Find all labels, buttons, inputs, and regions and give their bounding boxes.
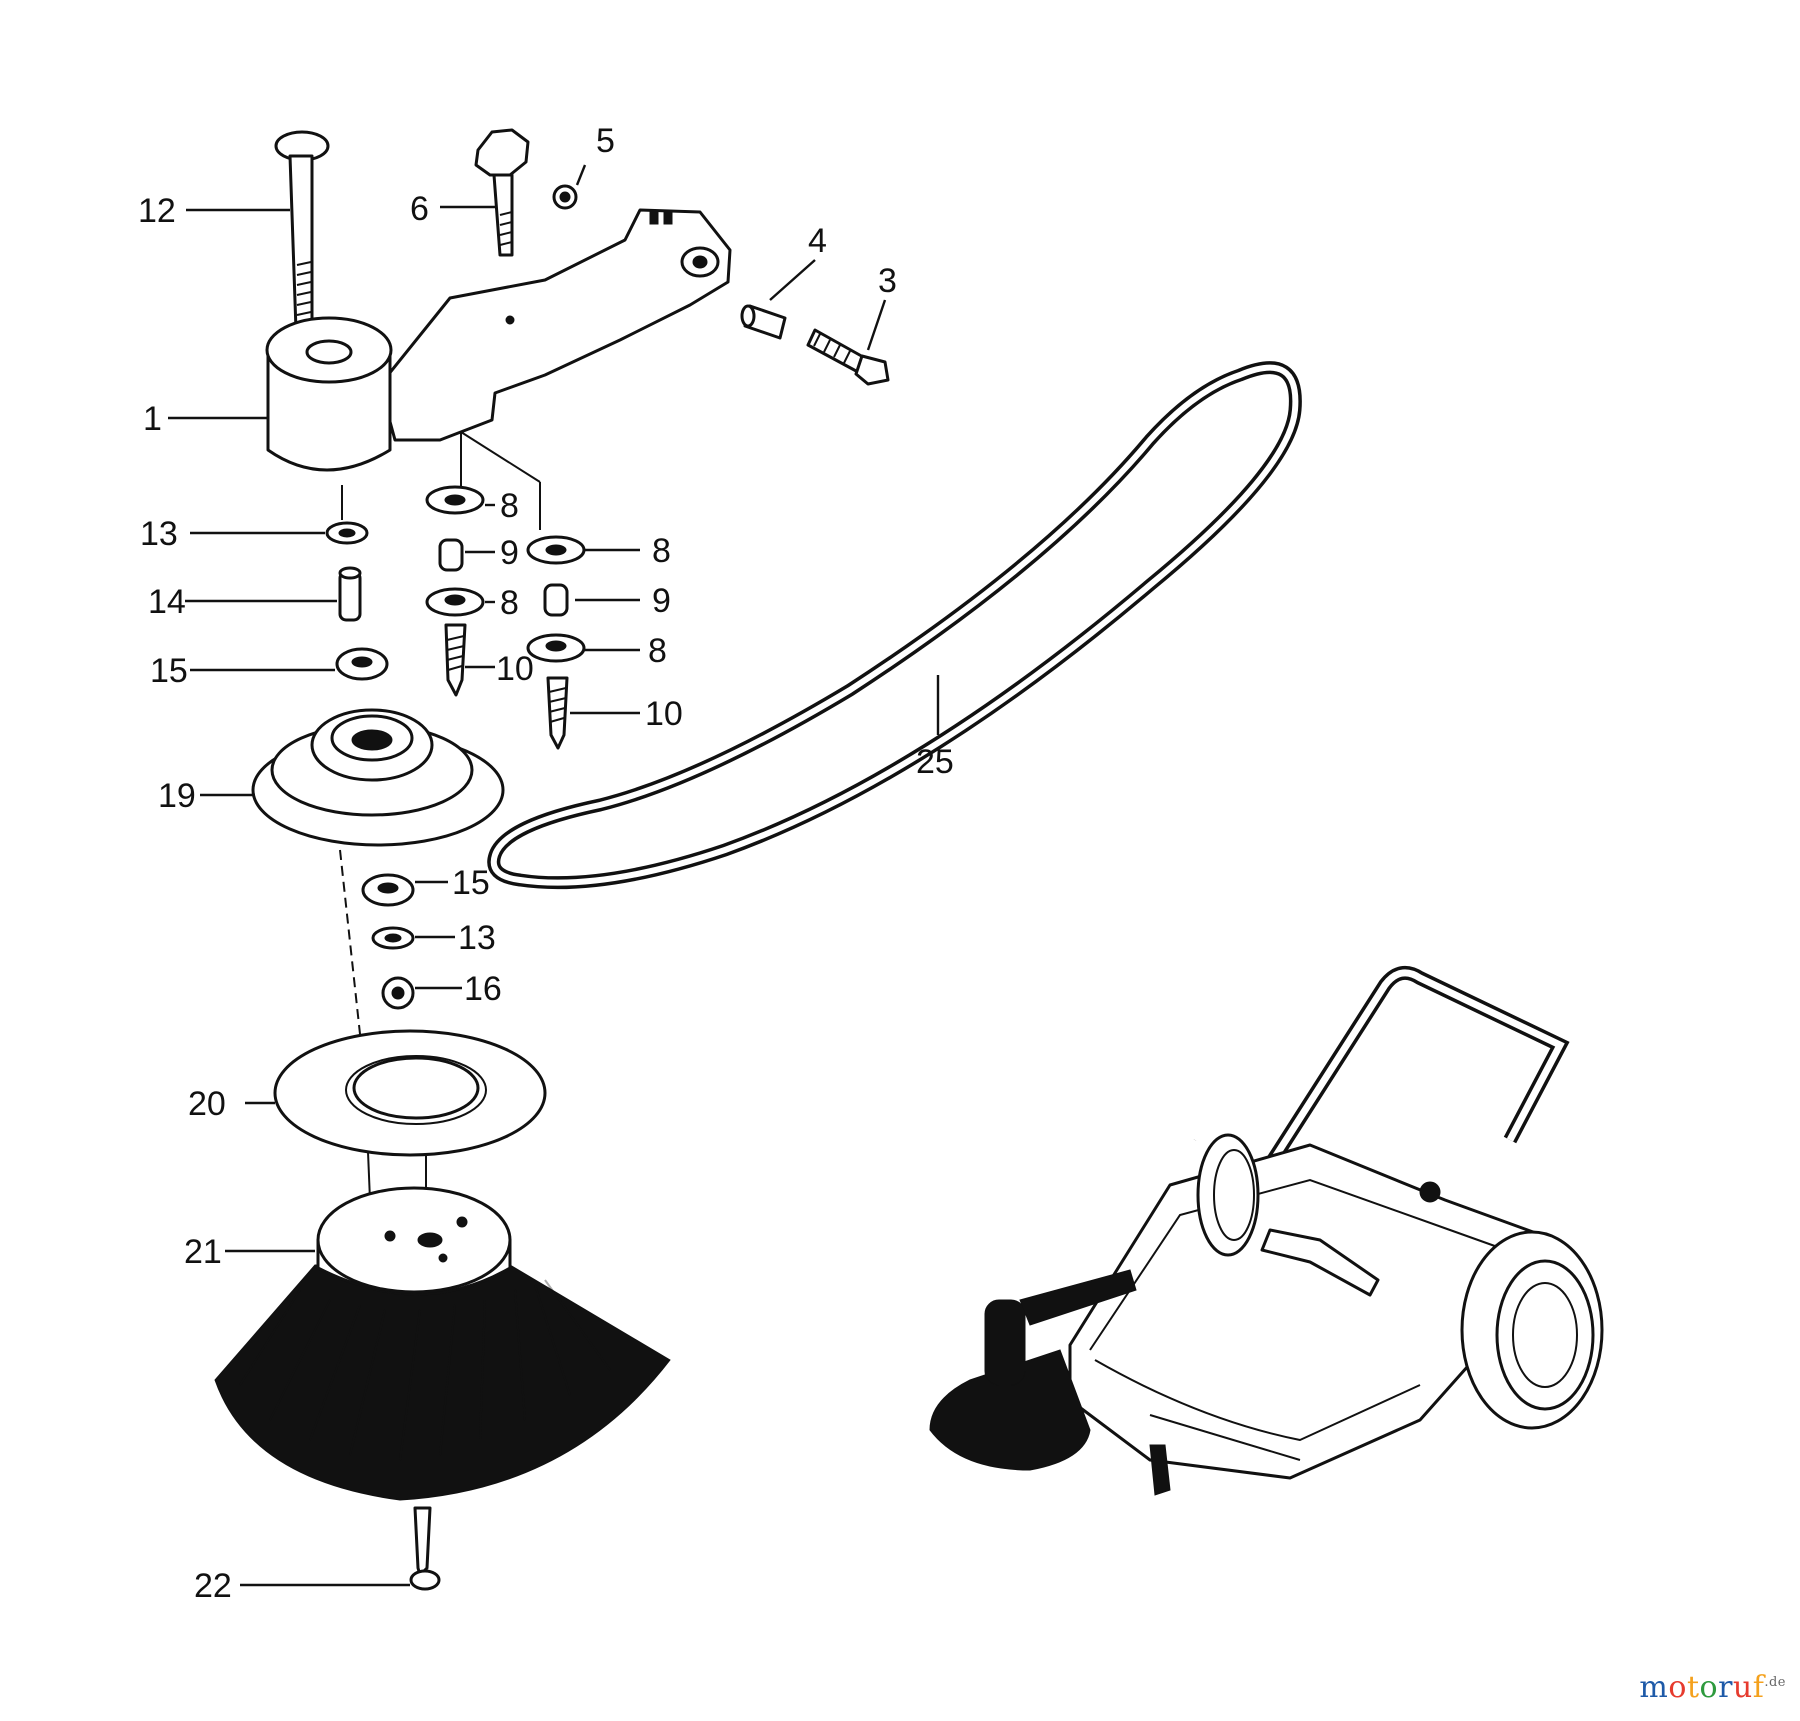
part-10-screw-b	[546, 676, 640, 750]
label-part-8-a: 8	[500, 487, 519, 525]
part-9-spacer-b	[543, 583, 640, 617]
part-4-sleeve	[740, 259, 816, 340]
part-8-washer-c	[526, 535, 640, 565]
label-part-9-a: 9	[500, 534, 519, 572]
part-19-bearing-cover	[200, 708, 505, 847]
part-9-spacer-a	[438, 538, 495, 572]
part-13-washer-top	[190, 521, 369, 545]
part-20-disc	[245, 1029, 547, 1157]
watermark-letter: t	[1686, 1670, 1700, 1705]
label-part-12: 12	[138, 192, 176, 230]
label-part-1: 1	[143, 400, 162, 438]
watermark-letter: o	[1699, 1670, 1719, 1705]
part-12-bolt	[186, 130, 330, 332]
label-part-6: 6	[410, 190, 429, 228]
part-14-spacer	[185, 566, 362, 622]
part-5-nut	[552, 164, 587, 210]
label-part-19: 19	[158, 777, 196, 815]
part-3-bolt	[806, 299, 890, 386]
label-part-13-bottom: 13	[458, 919, 496, 957]
label-part-15-top: 15	[150, 652, 188, 690]
label-part-13-top: 13	[140, 515, 178, 553]
label-part-8-d: 8	[648, 632, 667, 670]
label-part-22: 22	[194, 1567, 232, 1605]
part-labels: 12 6 5 4 3 1 13 14 15 8 9 8 10 8 9 8 10 …	[138, 122, 954, 1605]
part-13-washer-bottom	[371, 926, 455, 950]
label-part-15-bottom: 15	[452, 864, 490, 902]
part-21-side-brush	[214, 1186, 671, 1501]
part-8-washer-a	[425, 485, 495, 515]
label-part-20: 20	[188, 1085, 226, 1123]
part-16-nut	[381, 976, 462, 1010]
label-part-4: 4	[808, 222, 827, 260]
label-part-3: 3	[878, 262, 897, 300]
part-25-drive-belt	[487, 361, 1302, 890]
label-part-5: 5	[596, 122, 615, 160]
label-part-8-b: 8	[500, 584, 519, 622]
part-6-knob-screw	[440, 128, 530, 257]
label-part-25: 25	[916, 743, 954, 781]
watermark-suffix: .de	[1764, 1675, 1786, 1690]
part-10-screw-a	[444, 623, 495, 697]
watermark-letter: u	[1732, 1670, 1753, 1705]
part-22-screw	[240, 1506, 441, 1591]
label-part-10-b: 10	[645, 695, 683, 733]
label-part-16: 16	[464, 970, 502, 1008]
sweeper-assembly-illustration	[929, 747, 1688, 1496]
watermark-letter: f	[1752, 1670, 1765, 1705]
part-1-brush-arm	[168, 208, 732, 472]
label-part-21: 21	[184, 1233, 222, 1271]
label-part-8-c: 8	[652, 532, 671, 570]
part-15-nut-bottom	[361, 873, 448, 907]
part-15-nut-top	[190, 647, 389, 681]
watermark-letter: m	[1639, 1670, 1669, 1705]
part-8-washer-d	[526, 633, 640, 663]
watermark-letter: o	[1668, 1670, 1687, 1705]
label-part-10-a: 10	[496, 650, 534, 688]
part-8-washer-b	[425, 587, 495, 617]
label-part-9-b: 9	[652, 582, 671, 620]
label-part-14: 14	[148, 583, 186, 621]
watermark-letter: r	[1718, 1670, 1733, 1705]
motoruf-watermark-logo: motoruf.de	[1639, 1670, 1786, 1705]
